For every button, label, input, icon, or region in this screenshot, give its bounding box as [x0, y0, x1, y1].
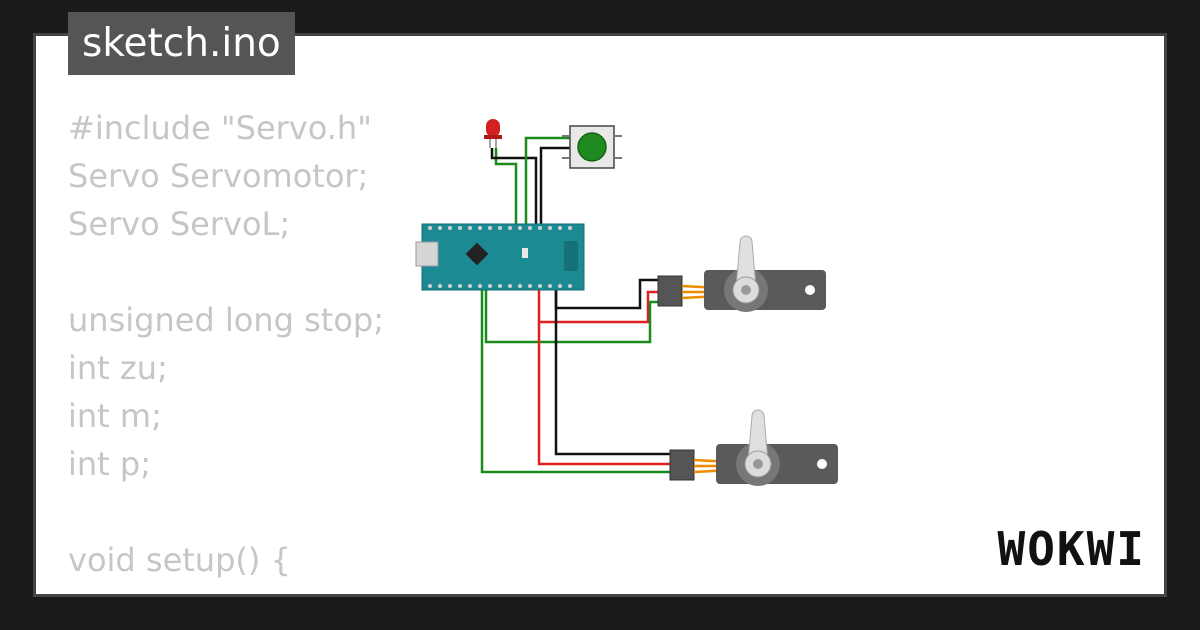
wire-servo2-black: [554, 286, 670, 456]
wire-led-green: [494, 148, 518, 226]
arduino-nano-board[interactable]: [415, 223, 585, 291]
servo-motor-1[interactable]: [657, 235, 826, 312]
wire-servo1-green: [484, 286, 658, 344]
code-preview: #include "Servo.h" Servo Servomotor; Servo…: [68, 104, 739, 594]
code-line: int m;: [68, 397, 162, 435]
code-line: Servo Servomotor;: [68, 157, 369, 195]
wire-servo2-red: [537, 322, 670, 466]
code-line: Servo ServoL;: [68, 205, 291, 243]
circuit-diagram: [415, 119, 838, 486]
push-button[interactable]: [562, 125, 622, 169]
code-line: void setup() {: [68, 541, 291, 579]
code-line: unsigned long stop;: [68, 301, 385, 339]
code-line: int p;: [68, 445, 151, 483]
preview-card: #include "Servo.h" Servo Servomotor; Servo…: [33, 33, 1167, 597]
code-line: int zu;: [68, 349, 168, 387]
code-line: #include "Servo.h": [68, 109, 372, 147]
servo-motor-2[interactable]: [669, 409, 838, 486]
wire-servo2-green: [480, 286, 670, 474]
wire-servo1-red: [537, 286, 658, 324]
wire-button-green: [524, 136, 570, 226]
sketch-title: sketch.ino: [68, 12, 295, 75]
wire-button-black: [539, 146, 570, 226]
code-line: // put your setup code here, to run once…: [68, 584, 739, 594]
wire-led-black: [490, 148, 538, 226]
wokwi-logo: WOKWI: [997, 522, 1146, 576]
led-red[interactable]: [484, 119, 502, 148]
